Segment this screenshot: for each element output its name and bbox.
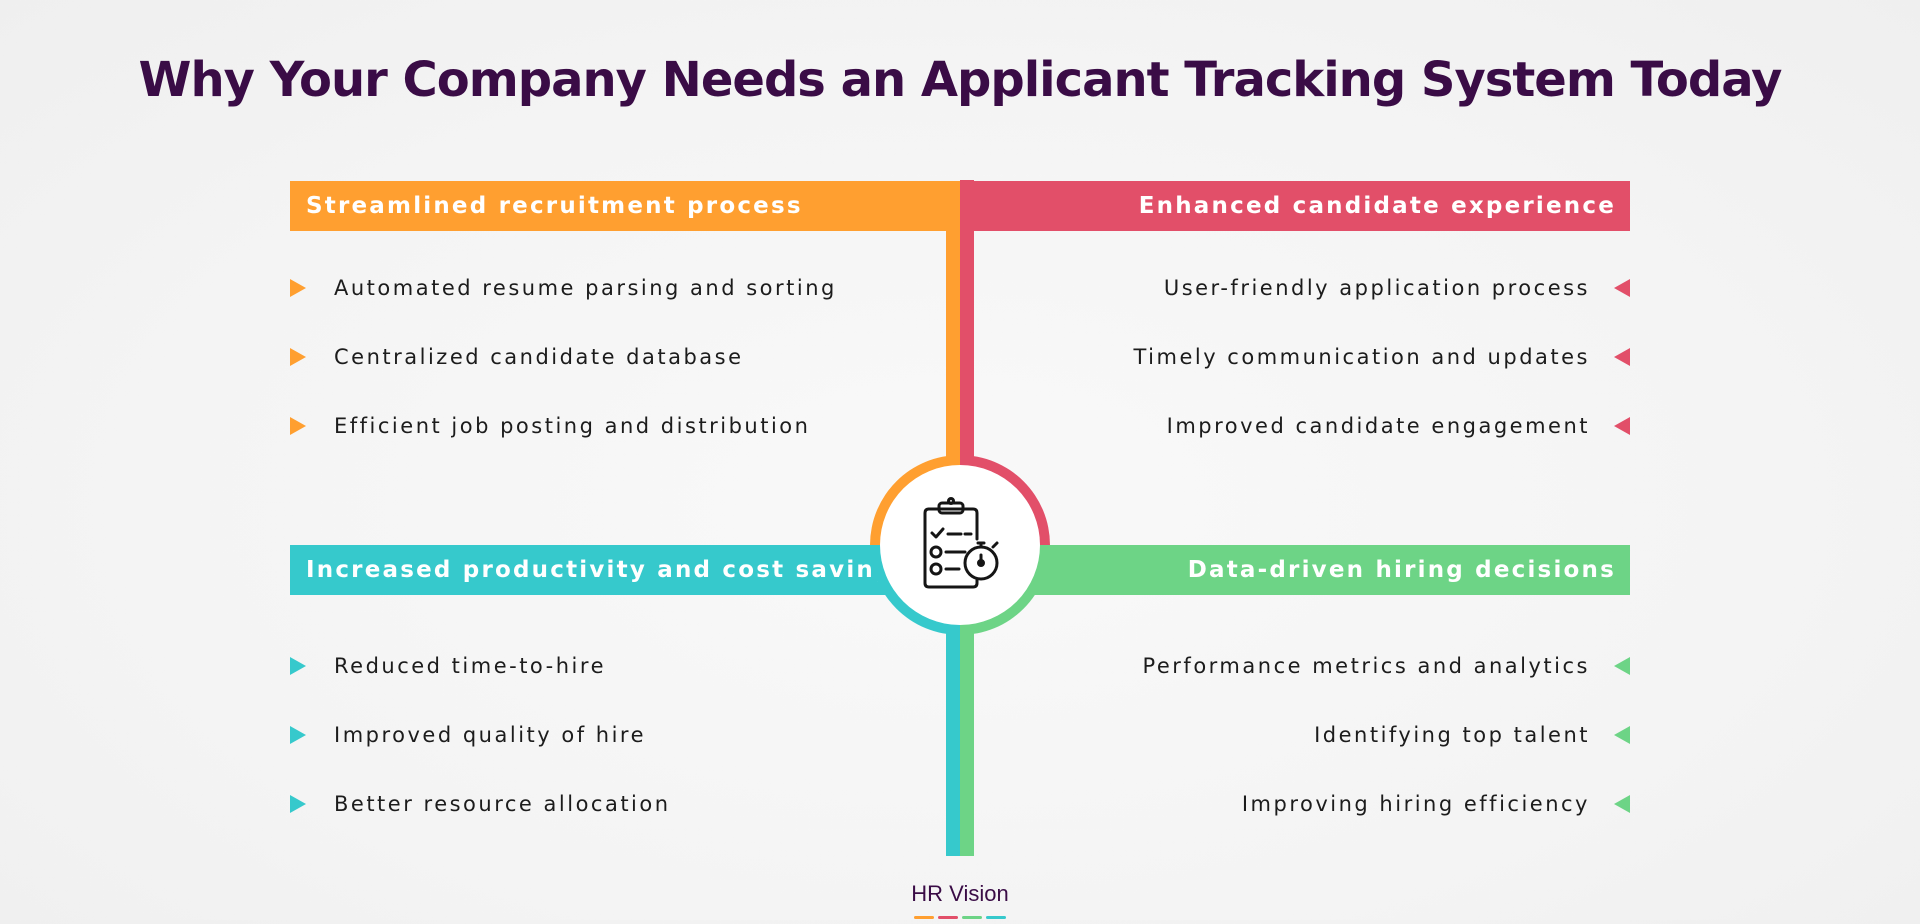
header-label: Data-driven hiring decisions	[1187, 557, 1616, 583]
list-item-label: Timely communication and updates	[1133, 345, 1590, 369]
list-item: Centralized candidate database	[290, 337, 744, 377]
center-hub	[870, 455, 1050, 635]
triangle-bullet-icon	[1614, 348, 1630, 366]
list-item: Improved quality of hire	[290, 715, 646, 755]
header-streamlined-recruitment: Streamlined recruitment process	[290, 181, 960, 231]
top-left-connector	[946, 230, 960, 467]
bottom-right-connector	[960, 620, 974, 856]
hr-vision-logo: HR Vision	[0, 882, 1920, 924]
triangle-bullet-icon	[290, 279, 306, 297]
list-item-label: Performance metrics and analytics	[1142, 654, 1590, 678]
list-item-label: Efficient job posting and distribution	[334, 414, 811, 438]
list-item-label: Identifying top talent	[1314, 723, 1590, 747]
list-item: Efficient job posting and distribution	[290, 406, 810, 446]
triangle-bullet-icon	[1614, 795, 1630, 813]
list-item-label: Improved quality of hire	[334, 723, 647, 747]
header-increased-productivity: Increased productivity and cost savings	[290, 545, 910, 595]
list-item: Identifying top talent	[1314, 715, 1630, 755]
list-item-label: Reduced time-to-hire	[334, 654, 606, 678]
list-item-label: Better resource allocation	[334, 792, 671, 816]
list-item-label: Improved candidate engagement	[1166, 414, 1590, 438]
header-label: Streamlined recruitment process	[306, 193, 803, 219]
triangle-bullet-icon	[1614, 726, 1630, 744]
header-label: Increased productivity and cost savings	[306, 557, 910, 583]
triangle-bullet-icon	[290, 795, 306, 813]
list-item: Reduced time-to-hire	[290, 646, 606, 686]
list-item: Timely communication and updates	[1133, 337, 1630, 377]
list-item-label: Automated resume parsing and sorting	[334, 276, 837, 300]
list-item-label: Centralized candidate database	[334, 345, 744, 369]
triangle-bullet-icon	[290, 657, 306, 675]
triangle-bullet-icon	[290, 726, 306, 744]
list-item-label: Improving hiring efficiency	[1241, 792, 1590, 816]
triangle-bullet-icon	[1614, 279, 1630, 297]
list-item: Better resource allocation	[290, 784, 671, 824]
header-label: Enhanced candidate experience	[1138, 193, 1616, 219]
triangle-bullet-icon	[1614, 657, 1630, 675]
list-item: Improving hiring efficiency	[1242, 784, 1630, 824]
list-item: Performance metrics and analytics	[1142, 646, 1630, 686]
list-item: Improved candidate engagement	[1167, 406, 1630, 446]
logo-color-dashes	[914, 916, 1006, 919]
triangle-bullet-icon	[290, 348, 306, 366]
clipboard-checklist-stopwatch-icon	[923, 497, 999, 589]
list-item: Automated resume parsing and sorting	[290, 268, 837, 308]
list-item: User-friendly application process	[1164, 268, 1630, 308]
list-item-label: User-friendly application process	[1163, 276, 1590, 300]
bottom-left-connector	[946, 620, 960, 856]
page-title: Why Your Company Needs an Applicant Trac…	[138, 52, 1783, 108]
header-enhanced-candidate-experience: Enhanced candidate experience	[960, 181, 1630, 231]
top-right-connector	[960, 180, 974, 467]
triangle-bullet-icon	[1614, 417, 1630, 435]
header-data-driven-hiring: Data-driven hiring decisions	[1010, 545, 1630, 595]
logo-text: HR Vision	[911, 881, 1009, 906]
triangle-bullet-icon	[290, 417, 306, 435]
center-disc	[880, 465, 1040, 625]
